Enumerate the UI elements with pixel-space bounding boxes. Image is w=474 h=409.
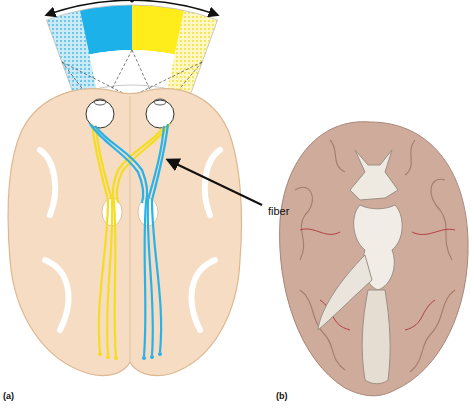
panel-label: (b) <box>276 392 288 402</box>
brain-photo <box>280 122 469 396</box>
pointer-label: fiber <box>268 205 289 217</box>
panel-label: (a) <box>3 392 14 402</box>
